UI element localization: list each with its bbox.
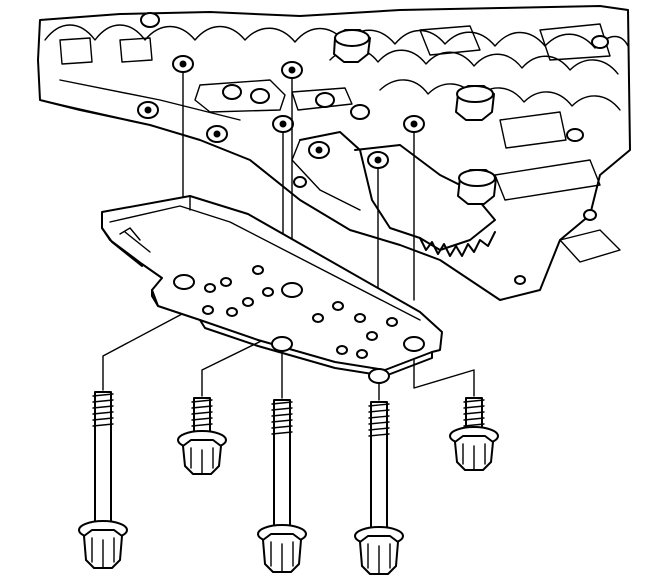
casting-bolt-3 xyxy=(457,169,497,205)
plate-holes xyxy=(173,265,425,384)
cover-plate xyxy=(101,195,443,384)
casting-holes xyxy=(137,12,609,285)
casting-bolt-1 xyxy=(333,29,371,63)
short-bolt-1 xyxy=(177,397,227,475)
valve-body xyxy=(37,5,631,301)
long-bolt-3 xyxy=(354,401,404,575)
long-bolt-1 xyxy=(78,391,128,569)
casting-bolt-2 xyxy=(455,85,495,121)
short-bolt-2 xyxy=(449,397,499,471)
casting-bolts xyxy=(333,29,497,205)
long-bolt-2 xyxy=(257,399,307,573)
bolts xyxy=(78,391,499,575)
